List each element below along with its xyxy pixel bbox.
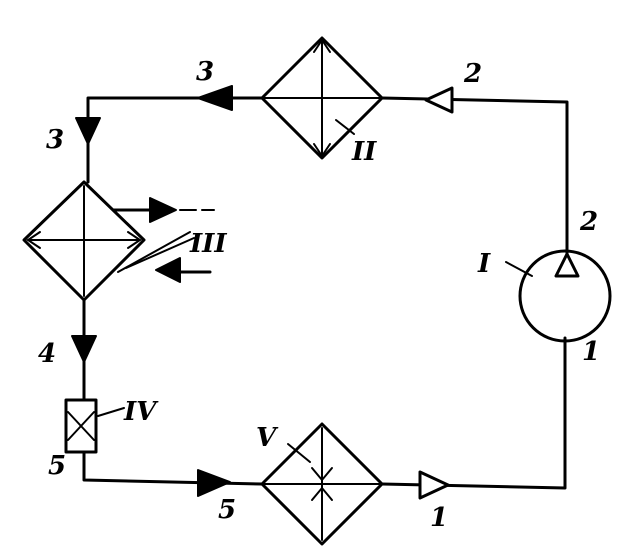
exchanger-III: III	[22, 180, 227, 302]
label-point-5-bottom: 5	[218, 495, 236, 525]
evaporator-leader	[287, 443, 311, 463]
label-I: I	[477, 249, 491, 279]
throttle-leader	[97, 407, 125, 417]
compressor-leader	[505, 261, 533, 277]
exchanger-arrowhead-right	[127, 231, 142, 249]
pipe-top-left	[86, 96, 264, 184]
condenser-arrowhead-up	[313, 38, 331, 53]
label-point-1-right: 1	[582, 337, 600, 367]
arrow-1-bottom	[418, 470, 450, 500]
evaporator-arrowhead-top	[311, 467, 333, 482]
evaporator-arrowhead-bottom	[311, 486, 333, 501]
flow-arrows	[71, 85, 454, 500]
throttle-box	[64, 398, 98, 454]
condenser-arrowhead-down	[313, 143, 331, 158]
arrow-3-top	[197, 85, 233, 111]
label-III: III	[189, 229, 227, 259]
exchanger-in-arrow	[155, 257, 181, 283]
label-point-4-left: 4	[38, 339, 56, 369]
arrow-2-top	[424, 86, 454, 114]
arrow-5-bottom	[197, 469, 231, 497]
evaporator-diamond	[260, 422, 384, 546]
condenser-leader	[335, 119, 355, 135]
label-point-3-left: 3	[46, 125, 64, 155]
label-II: II	[351, 137, 377, 167]
label-point-3-top: 3	[196, 57, 214, 87]
evaporator-V: V	[256, 422, 384, 546]
pipe-right-lower	[380, 336, 567, 490]
compressor-outlet-arrow	[554, 252, 580, 278]
pipe-top-right	[380, 96, 569, 256]
pipe-bottom-left	[82, 450, 264, 486]
exchanger-out-arrow	[149, 197, 177, 223]
throttle-IV: IV	[64, 397, 159, 454]
label-point-2-top: 2	[463, 59, 482, 89]
label-V: V	[256, 423, 279, 453]
point-labels: 3 2 3 2 1 4 5 5 1	[38, 57, 600, 533]
exchanger-diamond	[22, 180, 146, 302]
condenser-II: II	[260, 36, 384, 167]
label-point-5-left: 5	[48, 451, 66, 481]
arrow-3-left	[75, 117, 101, 145]
condenser-diamond	[260, 36, 384, 160]
compressor-I: I	[477, 249, 612, 343]
arrow-4-left	[71, 335, 97, 363]
throttle-cross-2	[67, 411, 95, 441]
exchanger-leader-2	[125, 237, 195, 269]
label-IV: IV	[123, 397, 159, 427]
exchanger-arrowhead-left	[26, 231, 41, 249]
label-point-1-bottom: 1	[430, 503, 448, 533]
label-point-2-right: 2	[579, 207, 598, 237]
compressor-circle	[518, 249, 612, 343]
